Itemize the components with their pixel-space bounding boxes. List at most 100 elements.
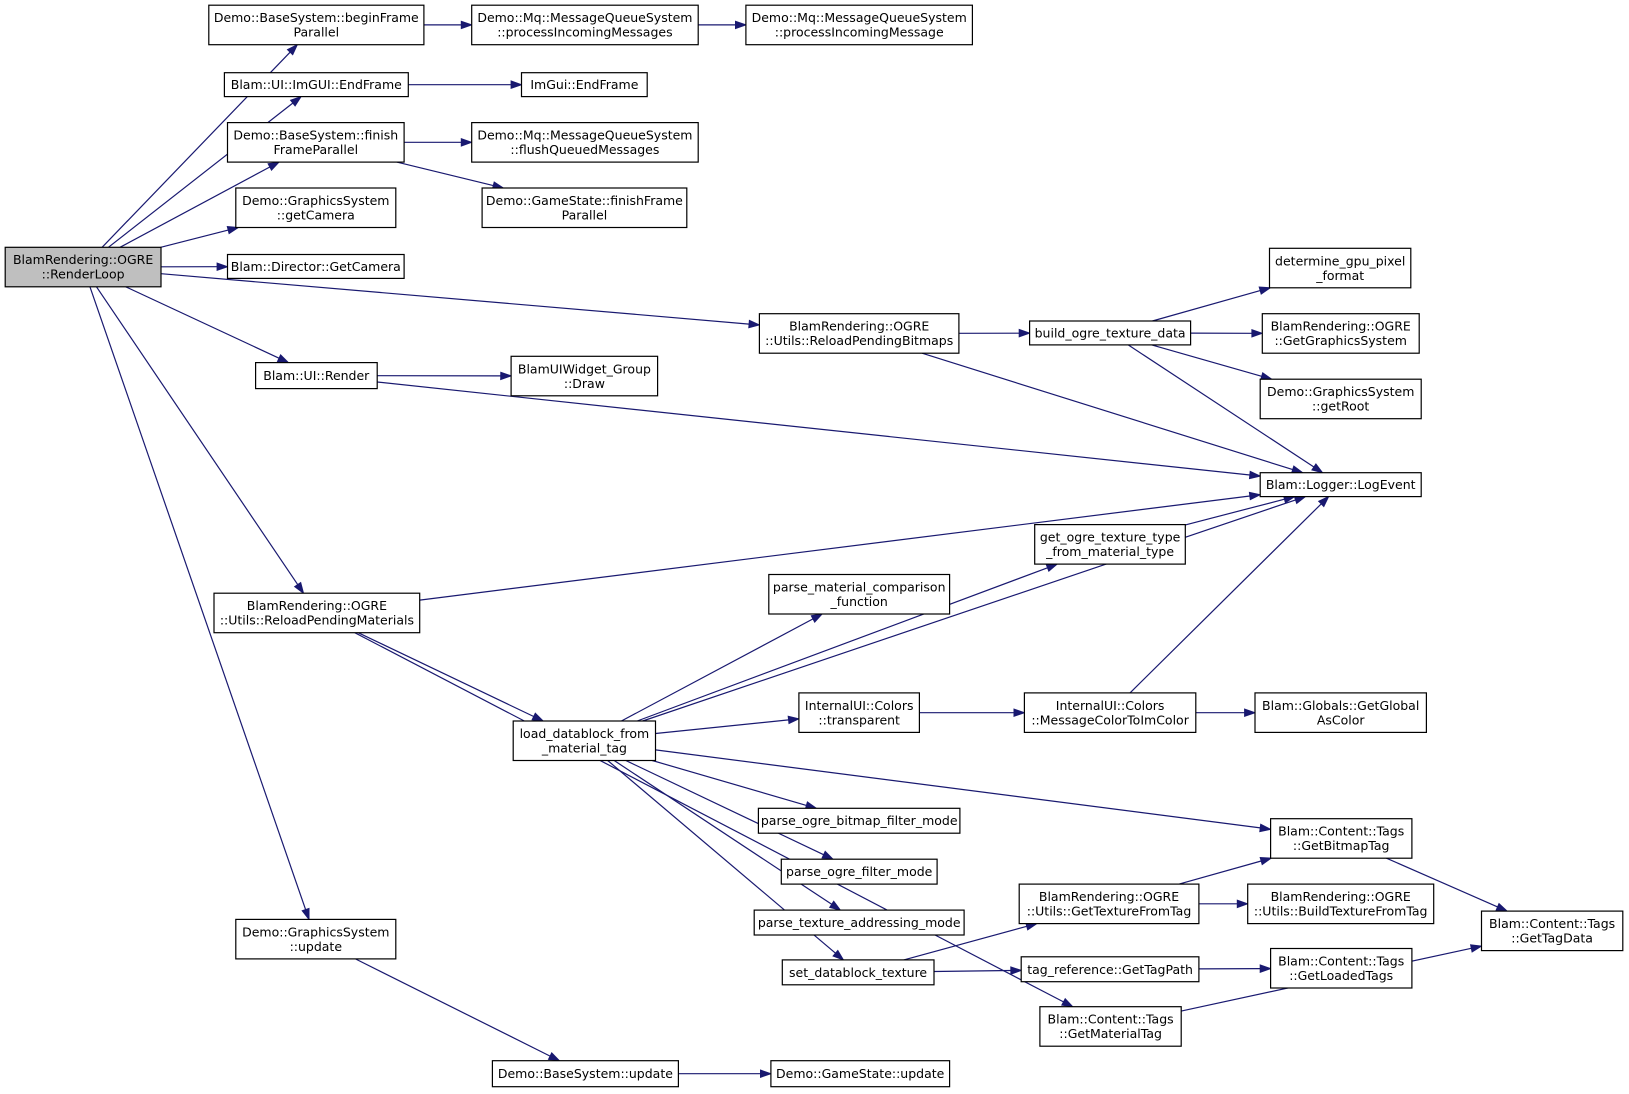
node-box[interactable] xyxy=(1034,523,1186,565)
node-box[interactable] xyxy=(1480,910,1624,952)
arrowhead-render_loop-to-reload_bitmaps xyxy=(748,319,761,329)
node-box[interactable] xyxy=(798,692,921,734)
arrowhead-reload_materials-to-get_material_tag xyxy=(1061,997,1075,1008)
node-label: ::Utils::ReloadPendingMaterials xyxy=(220,613,414,628)
node-box[interactable] xyxy=(471,4,699,46)
node-box[interactable] xyxy=(1018,883,1200,925)
edge-reload_materials-to-log_event xyxy=(419,495,1250,601)
edge-load_datablock-to-colors_transparent xyxy=(655,719,789,735)
node-set_texture[interactable]: set_datablock_texture xyxy=(781,959,935,986)
node-get_tag_path[interactable]: tag_reference::GetTagPath xyxy=(1020,956,1200,983)
node-parse_comparison[interactable]: parse_material_comparison_function xyxy=(768,573,951,615)
node-flush_msgs[interactable]: Demo::Mq::MessageQueueSystem::flushQueue… xyxy=(471,121,699,163)
node-parse_bitmap_filter[interactable]: parse_ogre_bitmap_filter_mode xyxy=(757,807,961,834)
edge-load_datablock-to-texture_type xyxy=(636,567,1048,722)
node-box[interactable] xyxy=(780,858,938,885)
node-widget_draw[interactable]: BlamUIWidget_Group::Draw xyxy=(510,355,659,397)
node-reload_bitmaps[interactable]: BlamRendering::OGRE::Utils::ReloadPendin… xyxy=(758,313,960,354)
node-process_msg[interactable]: Demo::Mq::MessageQueueSystem::processInc… xyxy=(745,4,974,46)
node-box[interactable] xyxy=(757,807,961,834)
node-box[interactable] xyxy=(235,918,397,960)
node-get_gfx_system[interactable]: BlamRendering::OGRE::GetGraphicsSystem xyxy=(1261,313,1420,354)
node-director_getcamera[interactable]: Blam::Director::GetCamera xyxy=(226,253,405,279)
node-label: BlamRendering::OGRE xyxy=(1039,889,1179,904)
node-gfx_getcamera[interactable]: Demo::GraphicsSystem::getCamera xyxy=(235,187,397,229)
node-box[interactable] xyxy=(1020,956,1200,983)
node-gfx_update[interactable]: Demo::GraphicsSystem::update xyxy=(235,918,397,960)
node-box[interactable] xyxy=(1039,1006,1182,1047)
node-msg_color[interactable]: InternalUI::Colors::MessageColorToImColo… xyxy=(1023,692,1197,734)
node-box[interactable] xyxy=(1268,247,1412,289)
node-box[interactable] xyxy=(213,592,421,634)
node-box[interactable] xyxy=(510,355,659,397)
node-box[interactable] xyxy=(1261,313,1420,354)
node-get_texture_from_tag[interactable]: BlamRendering::OGRE::Utils::GetTextureFr… xyxy=(1018,883,1200,925)
node-parse_filter[interactable]: parse_ogre_filter_mode xyxy=(780,858,938,885)
node-box[interactable] xyxy=(520,72,648,98)
arrowhead-load_datablock-to-texture_type xyxy=(1045,563,1059,573)
node-imgui_endframe_blam[interactable]: Blam::UI::ImGUI::EndFrame xyxy=(223,72,409,98)
node-box[interactable] xyxy=(491,1060,679,1088)
node-box[interactable] xyxy=(1269,947,1413,989)
node-box[interactable] xyxy=(471,121,699,163)
node-reload_materials[interactable]: BlamRendering::OGRE::Utils::ReloadPendin… xyxy=(213,592,421,634)
node-box[interactable] xyxy=(223,72,409,98)
node-box[interactable] xyxy=(226,121,405,163)
node-get_bitmap_tag[interactable]: Blam::Content::Tags::GetBitmapTag xyxy=(1269,818,1413,859)
edge-render_loop-to-reload_bitmaps xyxy=(160,273,750,325)
node-process_msgs[interactable]: Demo::Mq::MessageQueueSystem::processInc… xyxy=(471,4,699,46)
node-box[interactable] xyxy=(745,4,974,46)
node-box[interactable] xyxy=(481,187,688,229)
edge-load_datablock-to-parse_filter xyxy=(625,759,824,856)
node-parse_addressing[interactable]: parse_texture_addressing_mode xyxy=(753,909,965,936)
node-box[interactable] xyxy=(1023,692,1197,734)
node-box[interactable] xyxy=(1247,883,1435,925)
node-label: BlamRendering::OGRE xyxy=(1271,889,1411,904)
node-label: ::getCamera xyxy=(277,208,355,223)
arrowhead-msg_color-to-log_event xyxy=(1317,495,1330,508)
node-box[interactable] xyxy=(781,959,935,986)
node-box[interactable] xyxy=(753,909,965,936)
edge-load_datablock-to-log_event xyxy=(642,499,1296,722)
node-label: ::Utils::ReloadPendingBitmaps xyxy=(765,333,953,348)
arrowhead-load_datablock-to-colors_transparent xyxy=(787,715,801,725)
node-box[interactable] xyxy=(235,187,397,229)
node-box[interactable] xyxy=(208,4,425,46)
arrowhead-load_datablock-to-get_bitmap_tag xyxy=(1259,823,1273,833)
node-get_tag_data[interactable]: Blam::Content::Tags::GetTagData xyxy=(1480,910,1624,952)
node-base_update[interactable]: Demo::BaseSystem::update xyxy=(491,1060,679,1088)
node-get_material_tag[interactable]: Blam::Content::Tags::GetMaterialTag xyxy=(1039,1006,1182,1047)
node-box[interactable] xyxy=(768,573,951,615)
node-determine_gpu[interactable]: determine_gpu_pixel_format xyxy=(1268,247,1412,289)
node-box[interactable] xyxy=(4,246,162,288)
node-imgui_endframe[interactable]: ImGui::EndFrame xyxy=(520,72,648,98)
node-ui_render[interactable]: Blam::UI::Render xyxy=(255,362,378,390)
node-get_loaded_tags[interactable]: Blam::Content::Tags::GetLoadedTags xyxy=(1269,947,1413,989)
node-render_loop[interactable]: BlamRendering::OGRE::RenderLoop xyxy=(4,246,162,288)
node-box[interactable] xyxy=(770,1060,951,1088)
node-build_texture_from_tag[interactable]: BlamRendering::OGRE::Utils::BuildTexture… xyxy=(1247,883,1435,925)
node-box[interactable] xyxy=(255,362,378,390)
node-box[interactable] xyxy=(1254,692,1427,734)
node-gamestate_update[interactable]: Demo::GameState::update xyxy=(770,1060,951,1088)
node-box[interactable] xyxy=(1259,472,1422,498)
node-box[interactable] xyxy=(226,253,405,279)
edge-set_texture-to-get_tag_path xyxy=(933,969,1011,973)
node-colors_transparent[interactable]: InternalUI::Colors::transparent xyxy=(798,692,921,734)
node-log_event[interactable]: Blam::Logger::LogEvent xyxy=(1259,472,1422,498)
node-box[interactable] xyxy=(1269,818,1413,859)
node-box[interactable] xyxy=(1028,320,1192,346)
edge-build_texture-to-determine_gpu xyxy=(1152,290,1261,322)
node-box[interactable] xyxy=(758,313,960,354)
node-texture_type[interactable]: get_ogre_texture_type_from_material_type xyxy=(1034,523,1186,565)
node-gfx_getroot[interactable]: Demo::GraphicsSystem::getRoot xyxy=(1259,378,1422,420)
node-label: Demo::GameState::update xyxy=(776,1066,945,1081)
node-load_datablock[interactable]: load_datablock_from_material_tag xyxy=(512,720,657,762)
node-box[interactable] xyxy=(512,720,657,762)
node-build_texture[interactable]: build_ogre_texture_data xyxy=(1028,320,1192,346)
node-box[interactable] xyxy=(1259,378,1422,420)
